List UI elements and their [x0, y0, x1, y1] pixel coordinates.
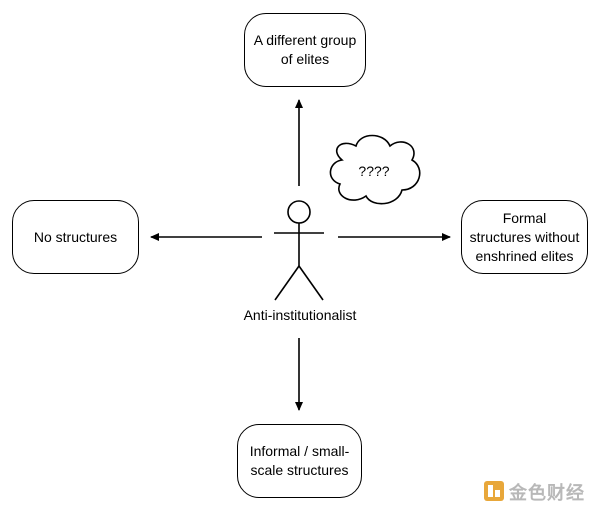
node-text-line: scale structures [250, 462, 349, 478]
node-formal-structures: Formal structures without enshrined elit… [461, 200, 588, 274]
node-text-line: No structures [33, 228, 118, 245]
node-different-elites: A different group of elites [244, 13, 366, 87]
node-informal-structures: Informal / small- scale structures [237, 424, 362, 498]
thought-cloud-icon [329, 134, 421, 205]
figure-label: Anti-institutionalist [243, 307, 357, 323]
node-text-line: structures without [469, 228, 580, 245]
stick-figure-icon [274, 200, 324, 301]
jinse-logo-icon [484, 481, 504, 501]
node-no-structures: No structures [12, 200, 139, 274]
thought-bubble-text: ???? [358, 163, 390, 179]
node-text-line: Informal / small- [249, 443, 350, 459]
node-text-line: of elites [280, 51, 330, 67]
node-text-line: Formal [502, 209, 547, 226]
watermark: 金色财经 [482, 479, 594, 505]
node-text-line: enshrined elites [475, 247, 574, 264]
watermark-text: 金色财经 [509, 483, 585, 503]
node-text-line: A different group [253, 32, 357, 48]
